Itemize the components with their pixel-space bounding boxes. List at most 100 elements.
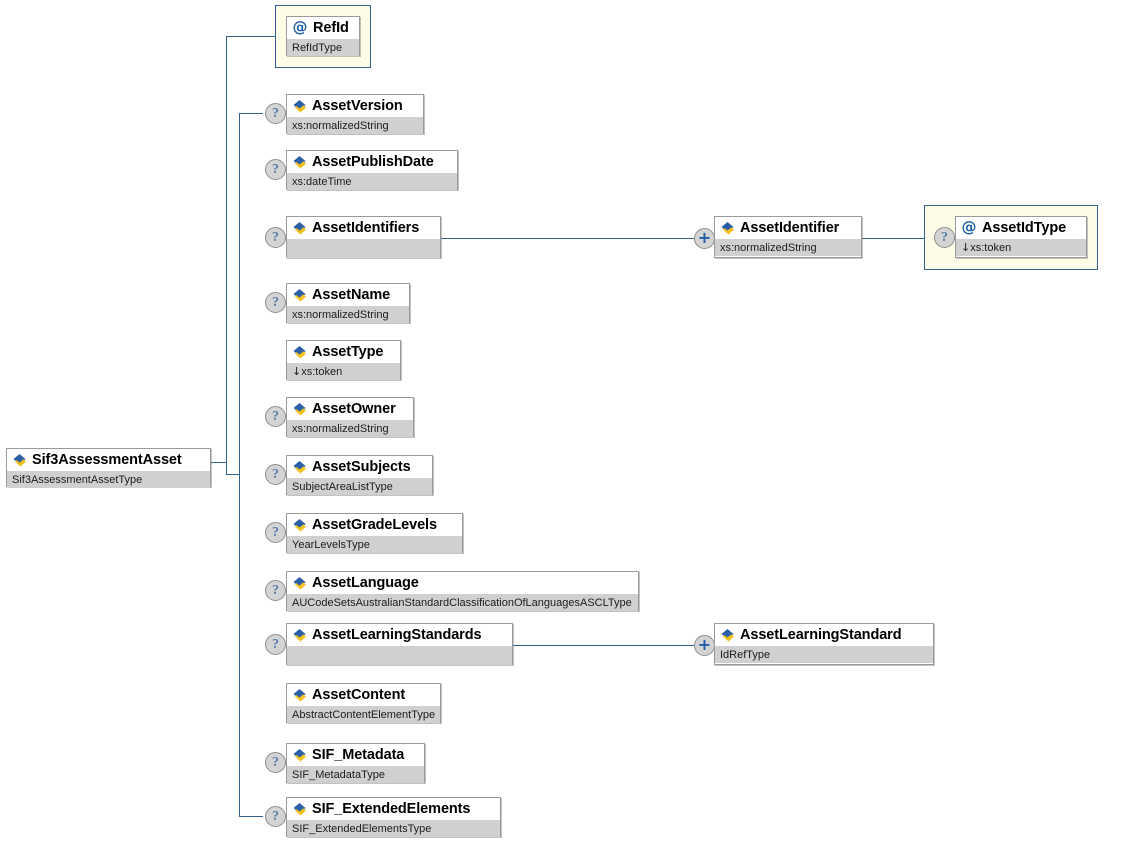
connector-root-stub (210, 462, 227, 463)
node-sif-extendedelements[interactable]: SIF_ExtendedElements SIF_ExtendedElement… (286, 797, 501, 837)
optional-marker-assetgradelevels: ? (265, 522, 286, 543)
node-type: xs:dateTime (287, 172, 457, 190)
connector-sequence-rail (239, 113, 240, 817)
node-name-row: @ RefId (287, 17, 359, 38)
expand-marker-assetidentifier[interactable]: + (694, 228, 715, 249)
element-icon (292, 688, 307, 703)
element-icon (720, 221, 735, 236)
node-name-row: SIF_ExtendedElements (287, 798, 500, 819)
element-icon (292, 802, 307, 817)
node-assetsubjects[interactable]: AssetSubjects SubjectAreaListType (286, 455, 433, 495)
node-assetname[interactable]: AssetName xs:normalizedString (286, 283, 410, 323)
element-icon (292, 748, 307, 763)
optional-marker-assetlearningstandards: ? (265, 634, 286, 655)
element-icon (292, 402, 307, 417)
node-type: IdRefType (715, 645, 933, 663)
node-label: AssetName (312, 287, 391, 303)
connector-sif-extendedelements (239, 816, 263, 817)
node-name-row: AssetVersion (287, 95, 423, 116)
node-name-row: AssetOwner (287, 398, 413, 419)
node-sif-metadata[interactable]: SIF_Metadata SIF_MetadataType (286, 743, 425, 783)
element-icon (292, 155, 307, 170)
element-icon (720, 628, 735, 643)
optional-marker-sif-extendedelements: ? (265, 806, 286, 827)
node-name-row: AssetIdentifier (715, 217, 861, 238)
node-type: YearLevelsType (287, 535, 462, 553)
node-name-row: AssetType (287, 341, 400, 362)
node-label: AssetVersion (312, 98, 403, 114)
element-icon (292, 460, 307, 475)
connector-assetversion (239, 113, 263, 114)
node-assetcontent[interactable]: AssetContent AbstractContentElementType (286, 683, 441, 723)
node-type: SIF_MetadataType (287, 765, 424, 783)
optional-marker-assetowner: ? (265, 406, 286, 427)
node-assetlearningstandards[interactable]: AssetLearningStandards (286, 623, 513, 665)
node-type (287, 238, 440, 258)
node-label: AssetLearningStandard (740, 627, 902, 643)
element-icon (12, 453, 27, 468)
node-name-row: AssetContent (287, 684, 440, 705)
node-assetidentifiers[interactable]: AssetIdentifiers (286, 216, 441, 258)
node-assetlearningstandard[interactable]: AssetLearningStandard IdRefType (714, 623, 934, 665)
connector-root-to-sequence (226, 474, 240, 475)
node-name-row: AssetLanguage (287, 572, 638, 593)
node-type-text: xs:token (301, 366, 343, 378)
node-type: xs:normalizedString (287, 116, 423, 134)
optional-marker-assetsubjects: ? (265, 464, 286, 485)
node-label: AssetIdType (982, 220, 1067, 236)
node-assetowner[interactable]: AssetOwner xs:normalizedString (286, 397, 414, 437)
node-label: Sif3AssessmentAsset (32, 452, 182, 468)
optional-marker-assetversion: ? (265, 103, 286, 124)
attribute-icon: @ (961, 218, 977, 236)
node-name-row: @ AssetIdType (956, 217, 1086, 238)
node-name-row: AssetGradeLevels (287, 514, 462, 535)
node-type: ↓xs:token (287, 362, 400, 380)
node-label: AssetIdentifiers (312, 220, 420, 236)
node-assetversion[interactable]: AssetVersion xs:normalizedString (286, 94, 424, 134)
optional-marker-sif-metadata: ? (265, 752, 286, 773)
node-label: AssetLearningStandards (312, 627, 482, 643)
node-type: SubjectAreaListType (287, 477, 432, 495)
optional-marker-assetidtype: ? (934, 227, 955, 248)
node-name-row: Sif3AssessmentAsset (7, 449, 210, 470)
element-icon (292, 99, 307, 114)
node-name-row: AssetSubjects (287, 456, 432, 477)
node-type: AbstractContentElementType (287, 705, 440, 723)
node-name-row: AssetLearningStandard (715, 624, 933, 645)
node-assetidtype[interactable]: @ AssetIdType ↓xs:token (955, 216, 1087, 258)
node-label: AssetLanguage (312, 575, 419, 591)
node-label: AssetOwner (312, 401, 396, 417)
node-assettype[interactable]: AssetType ↓xs:token (286, 340, 401, 380)
node-label: AssetPublishDate (312, 154, 434, 170)
node-label: RefId (313, 20, 349, 36)
node-name-row: AssetLearningStandards (287, 624, 512, 645)
node-assetgradelevels[interactable]: AssetGradeLevels YearLevelsType (286, 513, 463, 553)
connector-assetidentifier-to-assetidtype (862, 238, 932, 239)
optional-marker-assetname: ? (265, 292, 286, 313)
element-icon (292, 576, 307, 591)
connector-assetlearningstandards-to-child (513, 645, 694, 646)
optional-marker-assetlanguage: ? (265, 580, 286, 601)
element-icon (292, 518, 307, 533)
node-refid[interactable]: @ RefId RefIdType (286, 16, 360, 56)
node-type-text: xs:token (970, 242, 1012, 254)
node-type: Sif3AssessmentAssetType (7, 470, 210, 488)
connector-assetidentifiers-to-child (441, 238, 694, 239)
connector-refid (226, 36, 275, 37)
node-name-row: SIF_Metadata (287, 744, 424, 765)
node-label: AssetSubjects (312, 459, 411, 475)
expand-marker-assetlearningstandard[interactable]: + (694, 635, 715, 656)
node-type: AUCodeSetsAustralianStandardClassificati… (287, 593, 638, 611)
element-icon (292, 628, 307, 643)
node-name-row: AssetName (287, 284, 409, 305)
connector-root-drop (226, 462, 227, 475)
node-assetidentifier[interactable]: AssetIdentifier xs:normalizedString (714, 216, 862, 258)
attribute-icon: @ (292, 18, 308, 36)
node-sif3assessmentasset[interactable]: Sif3AssessmentAsset Sif3AssessmentAssetT… (6, 448, 211, 488)
node-assetpublishdate[interactable]: AssetPublishDate xs:dateTime (286, 150, 458, 190)
node-name-row: AssetPublishDate (287, 151, 457, 172)
restriction-arrow-icon: ↓ (961, 241, 971, 254)
node-assetlanguage[interactable]: AssetLanguage AUCodeSetsAustralianStanda… (286, 571, 639, 611)
element-icon (292, 288, 307, 303)
